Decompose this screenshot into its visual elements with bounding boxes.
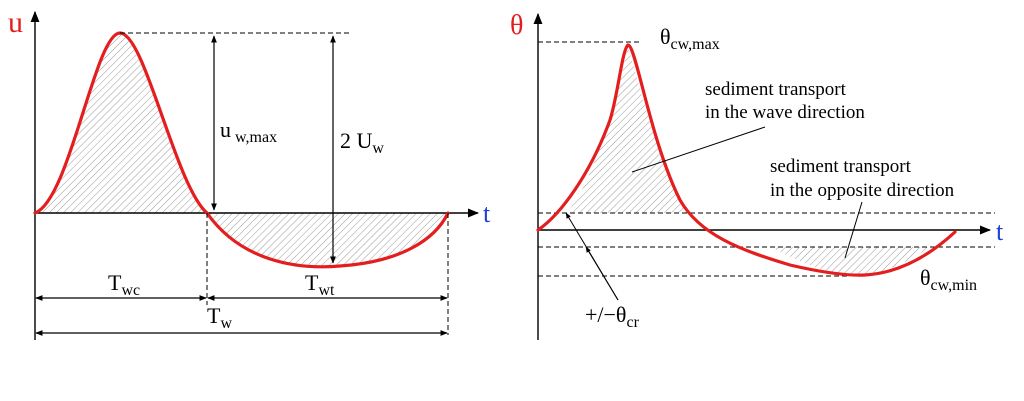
wave-direction-leader: [631, 126, 766, 173]
svg-text:θcw,min: θcw,min: [920, 265, 977, 294]
theta-min-subscript: cw,min: [931, 277, 978, 294]
svg-text:uw,max: uw,max: [220, 117, 277, 146]
positive-transport-area: [566, 45, 686, 213]
period-subscript: w: [220, 315, 232, 332]
svg-text:+/−θcr: +/−θcr: [585, 302, 640, 331]
svg-text:Tw: Tw: [207, 303, 232, 332]
wave-direction-annotation-line2: in the wave direction: [705, 102, 865, 123]
range-subscript: w: [372, 140, 384, 157]
crest-area: [35, 33, 207, 213]
opposite-direction-annotation-line1: sediment transport: [770, 156, 912, 177]
svg-text:Twt: Twt: [305, 270, 335, 299]
negative-transport-area: [770, 247, 930, 275]
trough-period-label: T: [305, 270, 319, 295]
threshold-subscript: cr: [626, 314, 639, 331]
t-axis-label-left: t: [483, 199, 491, 228]
trough-period-subscript: wt: [318, 282, 335, 299]
shields-curve: [536, 43, 957, 277]
threshold-label: +/−θ: [585, 302, 626, 327]
velocity-curve: [33, 31, 450, 269]
shields-panel: θ t θcw,max θcw,min +/−θcr sediment tran…: [510, 10, 1004, 340]
t-axis-label-right: t: [996, 217, 1004, 246]
svg-text:θcw,max: θcw,max: [660, 24, 720, 53]
amplitude-label: u: [220, 117, 231, 142]
crest-period-subscript: wc: [121, 282, 140, 299]
u-axis-label: u: [8, 6, 23, 39]
opposite-direction-leader: [844, 201, 863, 259]
crest-period-label: T: [108, 270, 122, 295]
theta-max-label: θ: [660, 24, 671, 49]
amplitude-subscript: w,max: [235, 129, 277, 146]
wave-direction-annotation-line1: sediment transport: [705, 79, 847, 100]
theta-min-label: θ: [920, 265, 931, 290]
theta-max-subscript: cw,max: [671, 36, 720, 53]
period-label: T: [207, 303, 221, 328]
svg-text:2 Uw: 2 Uw: [340, 128, 384, 157]
trough-area: [207, 213, 448, 267]
threshold-leader-lower: [585, 246, 619, 301]
svg-text:Twc: Twc: [108, 270, 140, 299]
range-label: 2 U: [340, 128, 373, 153]
opposite-direction-annotation-line2: in the opposite direction: [770, 180, 955, 201]
theta-axis-label: θ: [510, 10, 523, 41]
